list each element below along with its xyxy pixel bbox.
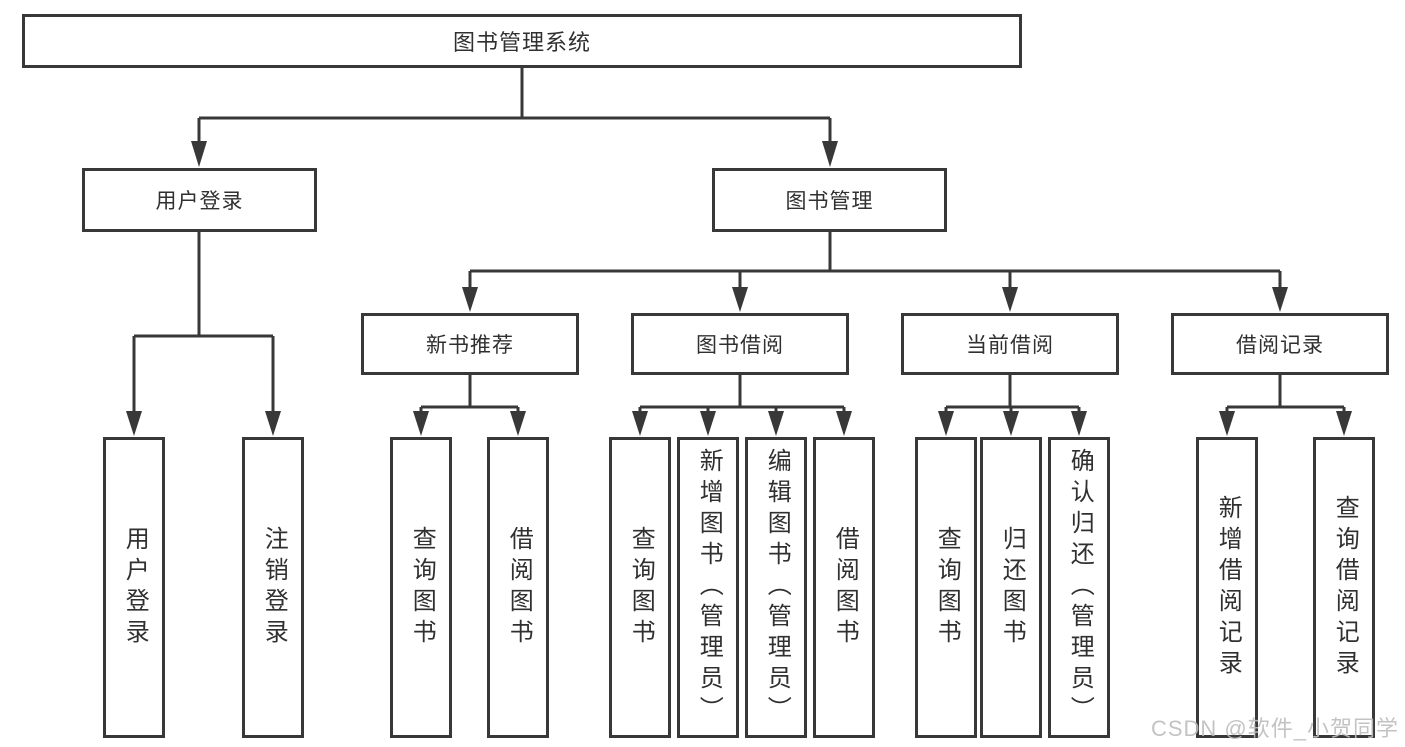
node-new-book-recommend: 新书推荐	[361, 313, 579, 375]
node-book-management-system: 图书管理系统	[22, 14, 1022, 68]
leaf-add-book-admin-label: 新增图书（管理员）	[695, 448, 723, 727]
leaf-logout-label: 注销登录	[260, 525, 288, 650]
leaf-add-book-admin: 新增图书（管理员）	[677, 437, 739, 738]
leaf-query-books-current-label: 查询图书	[933, 525, 961, 650]
leaf-borrow-books-label: 借阅图书	[831, 525, 859, 650]
leaf-borrow-books-recommend: 借阅图书	[487, 437, 549, 738]
leaf-query-books-borrow-label: 查询图书	[627, 525, 655, 650]
leaf-return-book: 归还图书	[980, 437, 1042, 738]
leaf-add-borrow-record-label: 新增借阅记录	[1214, 494, 1242, 681]
leaf-user-login: 用户登录	[103, 437, 165, 738]
leaf-query-books-recommend: 查询图书	[390, 437, 452, 738]
leaf-logout: 注销登录	[242, 437, 304, 738]
leaf-return-book-label: 归还图书	[998, 525, 1026, 650]
leaf-query-books-recommend-label: 查询图书	[408, 525, 436, 650]
leaf-add-borrow-record: 新增借阅记录	[1196, 437, 1258, 738]
leaf-query-books-current: 查询图书	[915, 437, 977, 738]
leaf-confirm-return-admin-label: 确认归还（管理员）	[1066, 448, 1094, 727]
leaf-query-borrow-record-label: 查询借阅记录	[1331, 494, 1359, 681]
leaf-borrow-books-recommend-label: 借阅图书	[505, 525, 533, 650]
node-current-borrow: 当前借阅	[901, 313, 1119, 375]
leaf-edit-book-admin: 编辑图书（管理员）	[745, 437, 807, 738]
node-book-management: 图书管理	[712, 168, 947, 232]
leaf-query-borrow-record: 查询借阅记录	[1313, 437, 1375, 738]
leaf-user-login-label: 用户登录	[121, 525, 149, 650]
node-book-borrow: 图书借阅	[631, 313, 849, 375]
leaf-query-books-borrow: 查询图书	[609, 437, 671, 738]
leaf-borrow-books: 借阅图书	[813, 437, 875, 738]
node-borrow-records: 借阅记录	[1171, 313, 1389, 375]
leaf-edit-book-admin-label: 编辑图书（管理员）	[763, 448, 791, 727]
node-user-login: 用户登录	[82, 168, 317, 232]
leaf-confirm-return-admin: 确认归还（管理员）	[1048, 437, 1110, 738]
